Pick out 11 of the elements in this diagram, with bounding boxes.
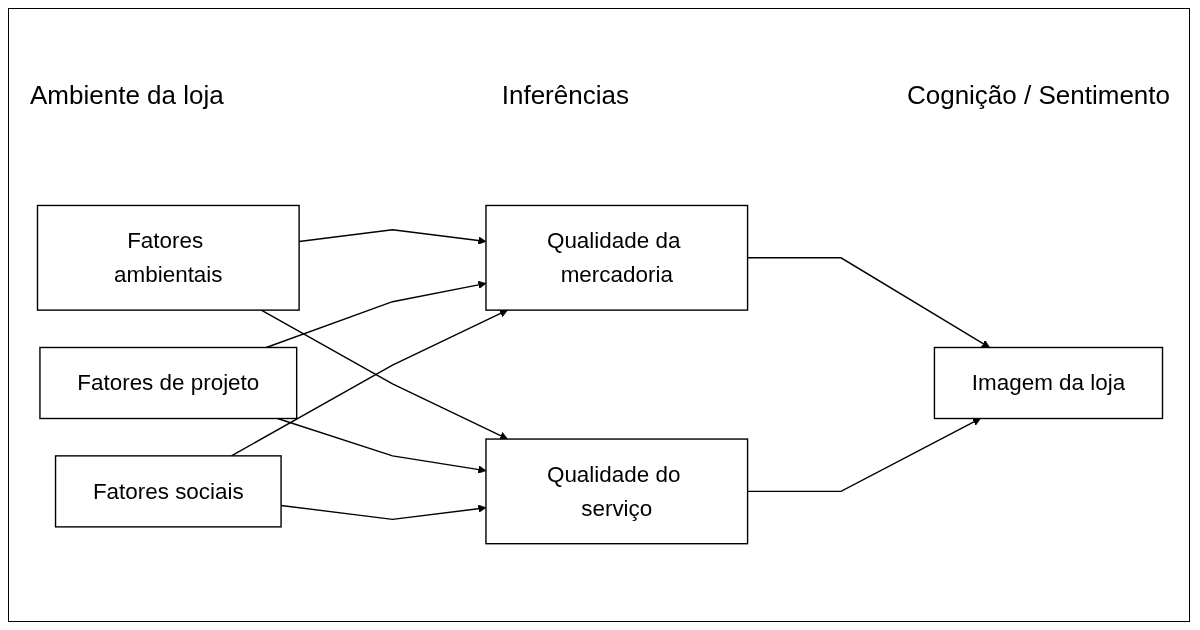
column-heading: Cognição / Sentimento	[906, 80, 1170, 111]
column-heading: Inferências	[501, 80, 629, 111]
node-box: Fatores sociais	[54, 455, 282, 528]
node-box: Qualidade do serviço	[485, 438, 749, 545]
node-box: Fatores de projeto	[39, 347, 298, 420]
node-box: Fatores ambientais	[36, 205, 300, 312]
column-heading: Ambiente da loja	[30, 80, 224, 111]
arrow	[260, 309, 508, 440]
node-box: Qualidade da mercadoria	[485, 205, 749, 312]
arrow	[230, 310, 508, 457]
node-box: Imagem da loja	[933, 347, 1164, 420]
